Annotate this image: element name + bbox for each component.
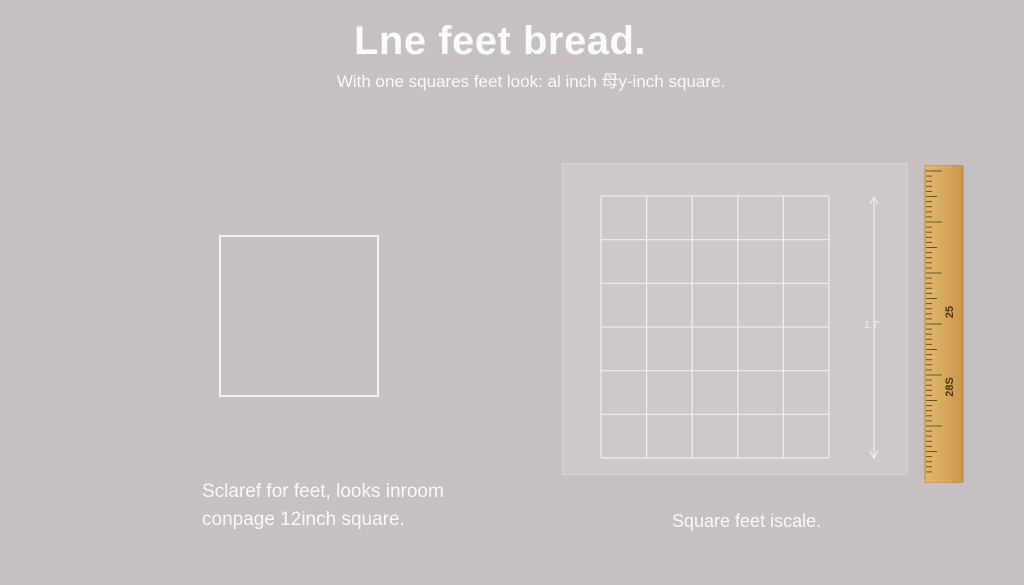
dimension-label: 1.7' [864,320,880,331]
ruler-label-25: 25 [944,306,956,318]
left-caption: Sclaref for feet, looks inroom conpage 1… [202,478,492,534]
page-title: Lne feet bread. [353,19,646,63]
square-feet-grid [600,195,879,460]
right-caption: Square feet iscale. [672,511,822,531]
ruler-label-28s: 28S [944,377,956,397]
dimension-arrow [869,195,879,460]
ruler: 25 28S [924,165,964,483]
page-subtitle: With one squares feet look: al inch ⺟y-i… [336,72,726,91]
grid-panel [562,163,908,475]
left-caption-line-1: Sclaref for feet, looks inroom [202,481,444,502]
left-caption-line-2: conpage 12inch square. [202,509,405,530]
one-foot-square-outline [219,235,379,397]
